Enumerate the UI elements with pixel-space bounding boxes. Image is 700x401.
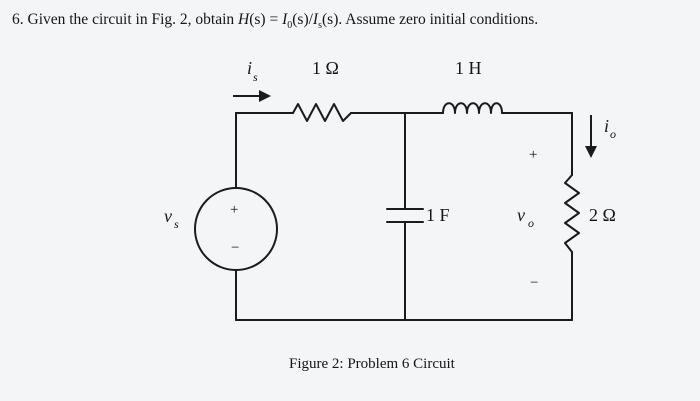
figure-caption: Figure 2: Problem 6 Circuit xyxy=(289,356,455,372)
current-arrow-icon xyxy=(233,90,271,102)
eq-i0-sub: 0 xyxy=(287,20,293,32)
resistor-1-zigzag xyxy=(292,103,352,122)
problem-text-outro: Assume zero initial conditions. xyxy=(345,11,539,28)
resistor-1-label: 1 Ω xyxy=(312,58,339,78)
problem-text-intro: Given the circuit in Fig. 2, obtain xyxy=(27,11,235,28)
resistor-2-zigzag xyxy=(564,174,580,253)
eq-i0: I xyxy=(282,11,288,28)
capacitor-plates xyxy=(386,208,424,223)
current-is-label: i xyxy=(247,58,252,78)
eq-h: H xyxy=(238,11,250,28)
inductor-coils xyxy=(442,102,503,114)
current-is-label-sub: s xyxy=(253,70,258,84)
vo-label: v xyxy=(517,205,525,225)
eq-is-sub: s xyxy=(318,20,322,32)
problem-number: 6. xyxy=(12,11,24,28)
eq-paren1: (s) = xyxy=(249,11,279,28)
eq-is: I xyxy=(312,11,319,28)
vo-label-sub: o xyxy=(528,216,534,230)
source-plus: + xyxy=(230,202,238,218)
capacitor-label: 1 F xyxy=(426,205,450,225)
vo-minus: − xyxy=(530,275,538,291)
eq-paren3: (s). xyxy=(322,11,343,28)
source-label: v xyxy=(164,206,172,226)
current-io-arrow-icon xyxy=(585,115,597,158)
source-label-sub: s xyxy=(174,217,179,231)
problem-statement: 6. Given the circuit in Fig. 2, obtain H… xyxy=(12,9,692,37)
circuit-wires xyxy=(235,112,573,321)
eq-paren2: (s)/ xyxy=(292,11,313,28)
source-minus: − xyxy=(231,240,239,256)
voltage-source-icon xyxy=(194,187,278,271)
current-io-label: i xyxy=(604,116,609,136)
resistor-2-label: 2 Ω xyxy=(589,205,616,225)
current-io-label-sub: o xyxy=(610,127,616,141)
inductor-label: 1 H xyxy=(455,58,482,78)
vo-plus: + xyxy=(529,147,537,163)
